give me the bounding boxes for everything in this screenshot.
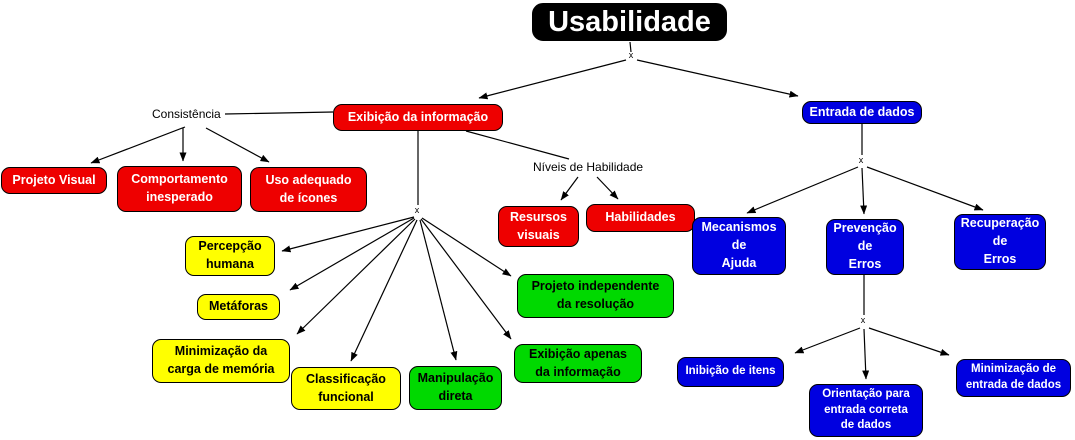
node-classificacao-funcional[interactable]: Classificação funcional [291, 367, 401, 410]
node-minimizacao-da-carga-de-memoria[interactable]: Minimização da carga de memória [152, 339, 290, 383]
node-inibicao-de-itens[interactable]: Inibição de itens [677, 357, 784, 387]
node-label: Uso adequado de ícones [265, 172, 352, 205]
node-label: Entrada de dados [809, 104, 915, 119]
node-uso-adequado-de-icones[interactable]: Uso adequado de ícones [250, 167, 367, 212]
junction-x-mark: x [628, 50, 634, 60]
node-label: Inibição de itens [685, 365, 776, 378]
node-label: Usabilidade [548, 5, 711, 38]
node-label: Mecanismos de Ajuda [701, 220, 777, 270]
node-projeto-visual[interactable]: Projeto Visual [1, 167, 107, 194]
node-label: Exibição apenas da informação [529, 346, 627, 379]
node-label: Metáforas [208, 299, 269, 314]
node-label: Classificação funcional [306, 371, 386, 404]
node-orientacao-para-entrada-correta-de-dados[interactable]: Orientação para entrada correta de dados [809, 384, 923, 437]
node-exibicao-da-informacao[interactable]: Exibição da informação [333, 104, 503, 131]
node-label: Orientação para entrada correta de dados [822, 388, 910, 432]
node-label: Projeto Visual [12, 172, 96, 187]
node-manipulacao-direta[interactable]: Manipulação direta [409, 366, 502, 410]
node-usabilidade-title[interactable]: Usabilidade [532, 3, 727, 41]
junction-x-mark: x [858, 155, 864, 165]
node-label: Prevenção de Erros [833, 221, 897, 271]
node-metaforas[interactable]: Metáforas [197, 294, 280, 320]
node-percepcao-humana[interactable]: Percepção humana [185, 236, 275, 276]
node-recuperacao-de-erros[interactable]: Recuperação de Erros [954, 214, 1046, 270]
node-habilidades[interactable]: Habilidades [586, 204, 695, 232]
link-label-consistencia[interactable]: Consistência [152, 107, 221, 121]
link-label-niveis-habilidade[interactable]: Níveis de Habilidade [533, 160, 644, 174]
node-projeto-independente-da-resolucao[interactable]: Projeto independente da resolução [517, 274, 674, 318]
node-exibicao-apenas-da-informacao[interactable]: Exibição apenas da informação [514, 344, 642, 383]
node-label: Comportamento inesperado [131, 172, 228, 204]
junction-x-mark: x [414, 205, 420, 215]
node-label: Resursos visuais [510, 209, 567, 242]
node-label: Habilidades [605, 210, 676, 225]
node-label: Recuperação de Erros [960, 216, 1040, 266]
node-label: Manipulação direta [417, 371, 494, 403]
node-resursos-visuais[interactable]: Resursos visuais [498, 206, 579, 247]
node-mecanismos-de-ajuda[interactable]: Mecanismos de Ajuda [692, 217, 786, 275]
node-label: Projeto independente da resolução [531, 279, 660, 311]
node-label: Exibição da informação [347, 109, 489, 124]
node-label: Minimização da carga de memória [167, 344, 275, 376]
node-entrada-de-dados[interactable]: Entrada de dados [802, 101, 922, 124]
node-label: Percepção humana [198, 239, 262, 271]
node-comportamento-inesperado[interactable]: Comportamento inesperado [117, 166, 242, 212]
node-prevencao-de-erros[interactable]: Prevenção de Erros [826, 219, 904, 275]
junction-x-mark: x [860, 315, 866, 325]
node-minimizacao-de-entrada-de-dados[interactable]: Minimização de entrada de dados [956, 359, 1071, 397]
node-label: Minimização de entrada de dados [965, 363, 1062, 391]
